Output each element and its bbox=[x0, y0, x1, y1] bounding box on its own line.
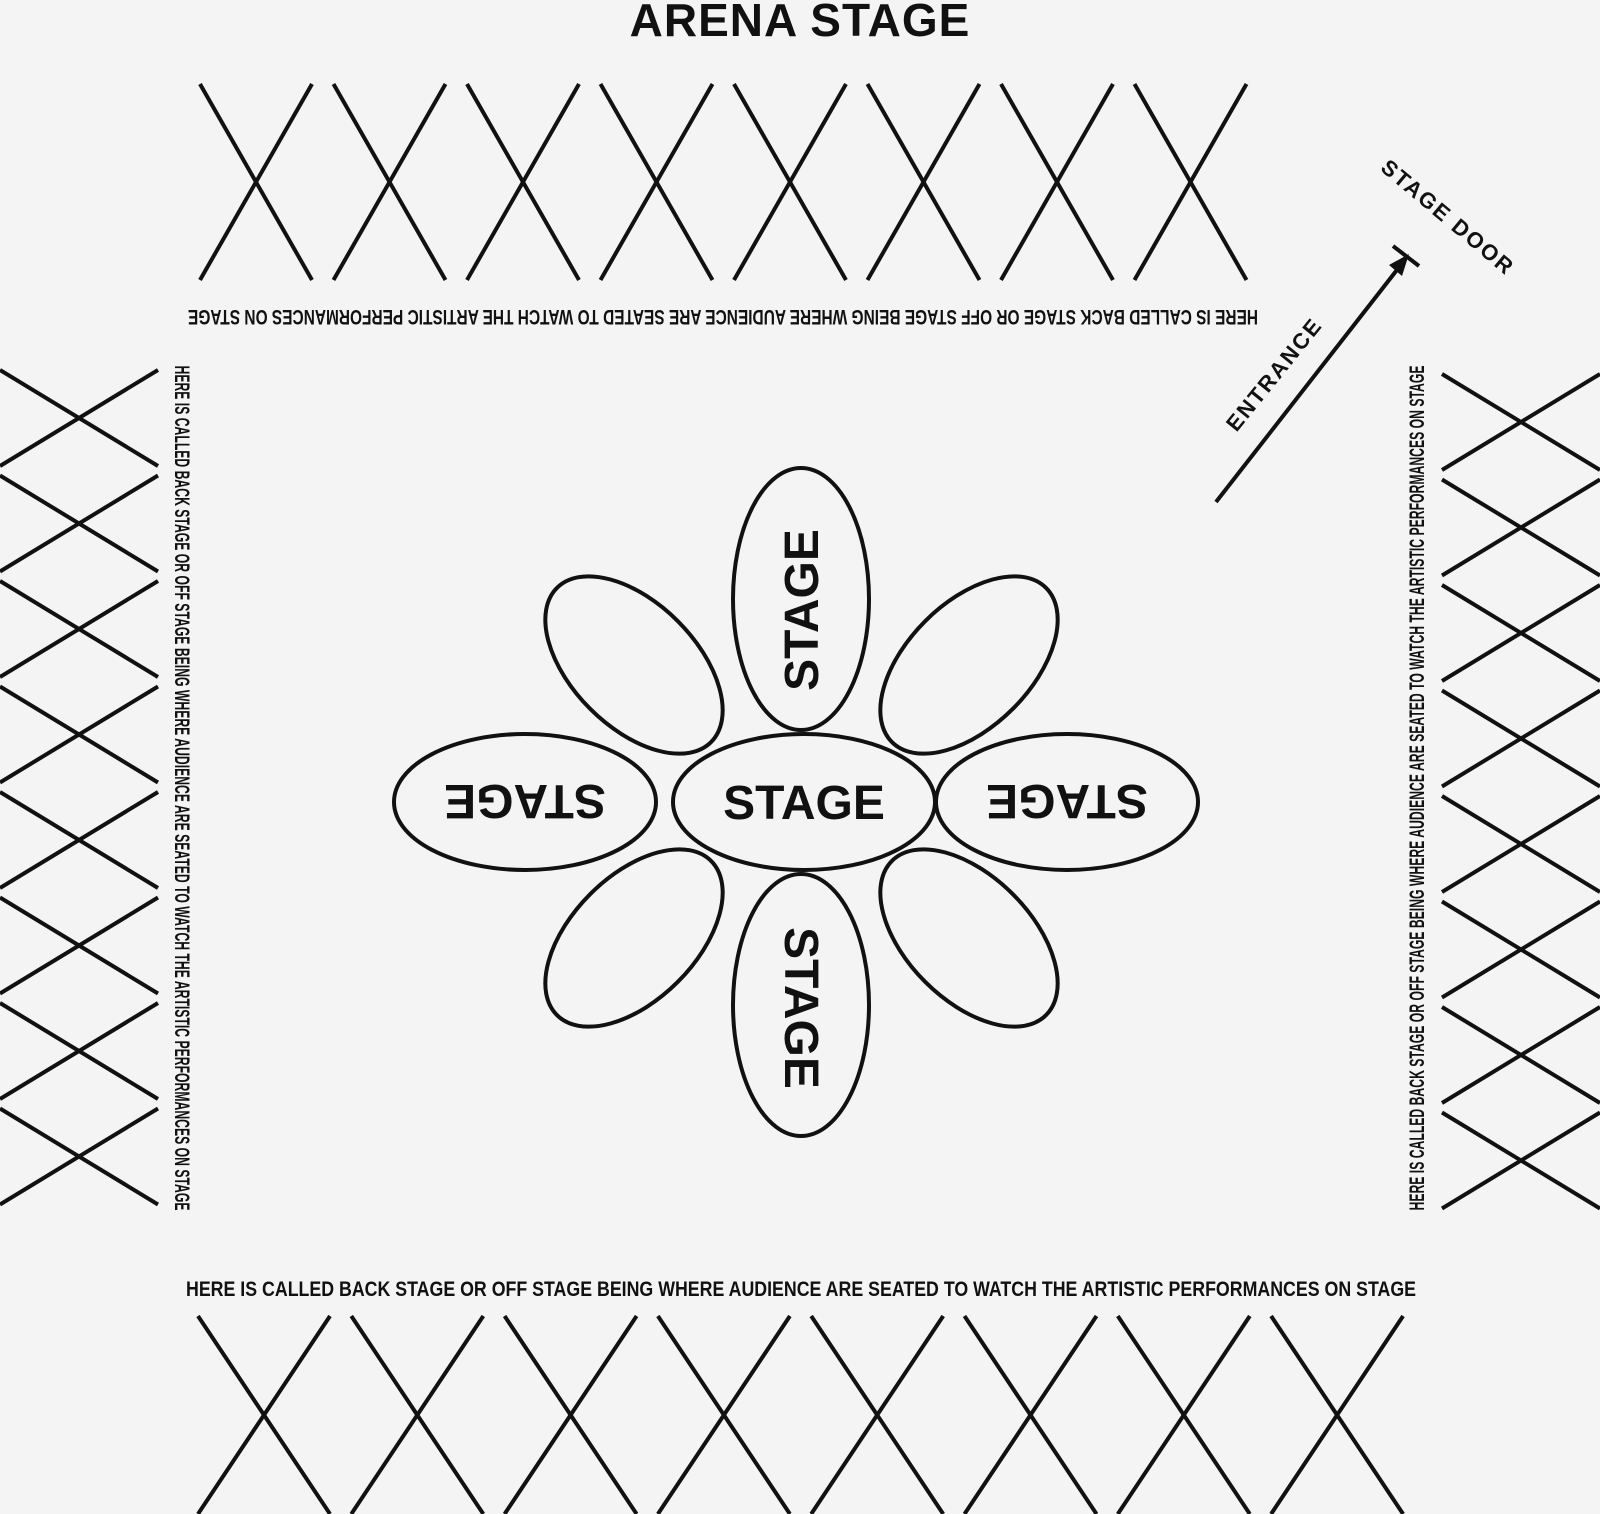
stage-right bbox=[934, 732, 1200, 872]
seat-cross-mark bbox=[331, 83, 448, 281]
seat-cross-mark bbox=[0, 473, 160, 574]
seat-cross-mark bbox=[1132, 83, 1249, 281]
seat-cross-mark bbox=[0, 895, 160, 996]
stage-left-label: STAGE bbox=[444, 774, 606, 827]
seat-cross-mark bbox=[1269, 1314, 1405, 1514]
seat-cross-mark bbox=[465, 83, 581, 281]
stage-petal-bottom-right bbox=[878, 847, 1060, 1029]
entrance-label: ENTRANCE bbox=[1221, 313, 1327, 436]
seat-cross-mark bbox=[1440, 1110, 1600, 1211]
audience-note-bottom: HERE IS CALLED BACK STAGE OR OFF STAGE B… bbox=[186, 1278, 1416, 1301]
seat-cross-mark bbox=[962, 1314, 1099, 1514]
stage-petal-bottom-left bbox=[543, 847, 725, 1029]
stage-petal-top-left bbox=[543, 574, 725, 756]
stage-top-label: STAGE bbox=[776, 529, 829, 691]
audience-note-left: HERE IS CALLED BACK STAGE OR OFF STAGE B… bbox=[170, 365, 193, 1210]
stage-petal-top-right bbox=[878, 574, 1060, 756]
seat-cross-mark bbox=[1440, 794, 1600, 894]
stage-bottom bbox=[731, 872, 871, 1138]
seat-cross-mark bbox=[1440, 1005, 1600, 1105]
audience-note-right: HERE IS CALLED BACK STAGE OR OFF STAGE B… bbox=[1406, 365, 1429, 1210]
audience-seating-right bbox=[1440, 372, 1600, 1211]
seat-cross-mark bbox=[598, 83, 715, 281]
seat-cross-mark bbox=[0, 684, 160, 785]
audience-seating-bottom bbox=[196, 1314, 1405, 1514]
seat-cross-mark bbox=[1440, 899, 1600, 1000]
diagram-title: ARENA STAGE bbox=[630, 0, 971, 46]
seat-cross-mark bbox=[732, 83, 848, 281]
entrance-arrow bbox=[1214, 244, 1421, 504]
seat-cross-mark bbox=[349, 1314, 485, 1514]
stage-area: STAGE STAGE STAGE STAGE STAGE bbox=[392, 466, 1200, 1138]
seat-cross-mark bbox=[1440, 583, 1600, 683]
stage-left bbox=[392, 732, 658, 872]
seat-cross-mark bbox=[198, 83, 314, 281]
seat-cross-mark bbox=[0, 790, 160, 890]
seat-cross-mark bbox=[1440, 688, 1600, 789]
seat-cross-mark bbox=[0, 1001, 160, 1101]
audience-seating-left bbox=[0, 368, 160, 1207]
seat-cross-mark bbox=[502, 1314, 639, 1514]
stage-right-label: STAGE bbox=[986, 774, 1148, 827]
seat-cross-mark bbox=[0, 368, 160, 468]
seat-cross-mark bbox=[656, 1314, 792, 1514]
seat-cross-mark bbox=[809, 1314, 945, 1514]
seat-cross-mark bbox=[865, 83, 982, 281]
seat-cross-mark bbox=[0, 579, 160, 679]
audience-seating-top bbox=[198, 83, 1249, 281]
seat-cross-mark bbox=[999, 83, 1115, 281]
seat-cross-mark bbox=[0, 1106, 160, 1207]
seat-cross-mark bbox=[196, 1314, 332, 1514]
seat-cross-mark bbox=[1116, 1314, 1252, 1514]
seat-cross-mark bbox=[1440, 372, 1600, 472]
stage-top bbox=[731, 466, 871, 732]
audience-note-top: HERE IS CALLED BACK STAGE OR OFF STAGE B… bbox=[188, 305, 1258, 328]
arrowhead-icon bbox=[1389, 254, 1409, 276]
seat-cross-mark bbox=[1440, 477, 1600, 578]
stage-bottom-label: STAGE bbox=[774, 927, 827, 1089]
stage-center-label: STAGE bbox=[723, 777, 885, 830]
